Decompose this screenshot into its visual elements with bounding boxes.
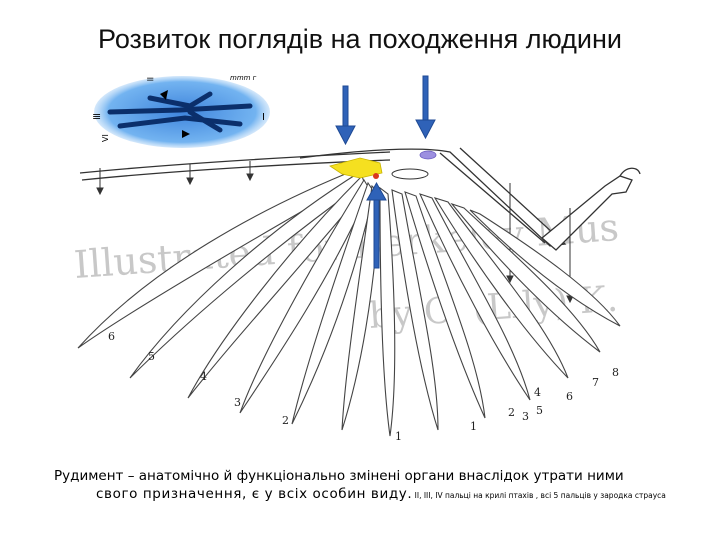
secondary-number: 1 <box>470 420 477 433</box>
caption-note: II, III, IV пальці на крилі птахів , всі… <box>412 491 666 500</box>
highlight-digit-yellow <box>329 157 383 179</box>
primary-number: 3 <box>234 396 241 409</box>
caption-line-2-text: свого призначення, є у всіх особин виду. <box>96 486 413 502</box>
secondary-number: 3 <box>522 410 529 423</box>
slide-title: Розвиток поглядів на походження людини <box>98 24 622 54</box>
primary-number: 6 <box>108 330 115 343</box>
secondary-number: 5 <box>536 404 543 417</box>
highlight-digit-red <box>373 173 379 179</box>
secondary-number: 7 <box>592 376 599 389</box>
secondary-number: 8 <box>612 366 619 379</box>
primary-number: 1 <box>395 430 402 443</box>
primary-number: 2 <box>282 414 289 427</box>
caption-line-2: свого призначення, є у всіх особин виду.… <box>54 485 674 505</box>
pointer-arrows <box>335 75 436 269</box>
embryo-hand-inset: = mmm г ≡ VI I <box>92 74 270 148</box>
wing-skeleton-illustration: Illustrated for Berkeley Mus by C. (Lily… <box>73 75 641 443</box>
secondary-number: 6 <box>566 390 573 403</box>
inset-scale-label: mmm г <box>230 74 257 82</box>
highlight-digit-violet <box>419 150 437 160</box>
inset-label-right: I <box>262 112 265 123</box>
feathers <box>77 167 621 437</box>
primary-number: 5 <box>148 350 155 363</box>
primary-number: 4 <box>200 370 207 383</box>
secondary-number: 2 <box>508 406 515 419</box>
caption-line-1: Рудимент – анатомічно й функціонально зм… <box>54 468 624 484</box>
inset-label-left: ≡ <box>92 110 101 123</box>
inset-label-top: = <box>146 74 154 85</box>
secondary-number: 4 <box>534 386 541 399</box>
secondary-numbers: 1 2 3 4 5 6 7 8 <box>470 366 619 433</box>
wing-bones <box>79 147 641 251</box>
primary-numbers: 6 5 4 3 2 1 <box>108 330 402 443</box>
wing-joint <box>391 168 429 180</box>
inset-label-bottom-left: VI <box>101 134 110 142</box>
caption: Рудимент – анатомічно й функціонально зм… <box>54 467 674 505</box>
